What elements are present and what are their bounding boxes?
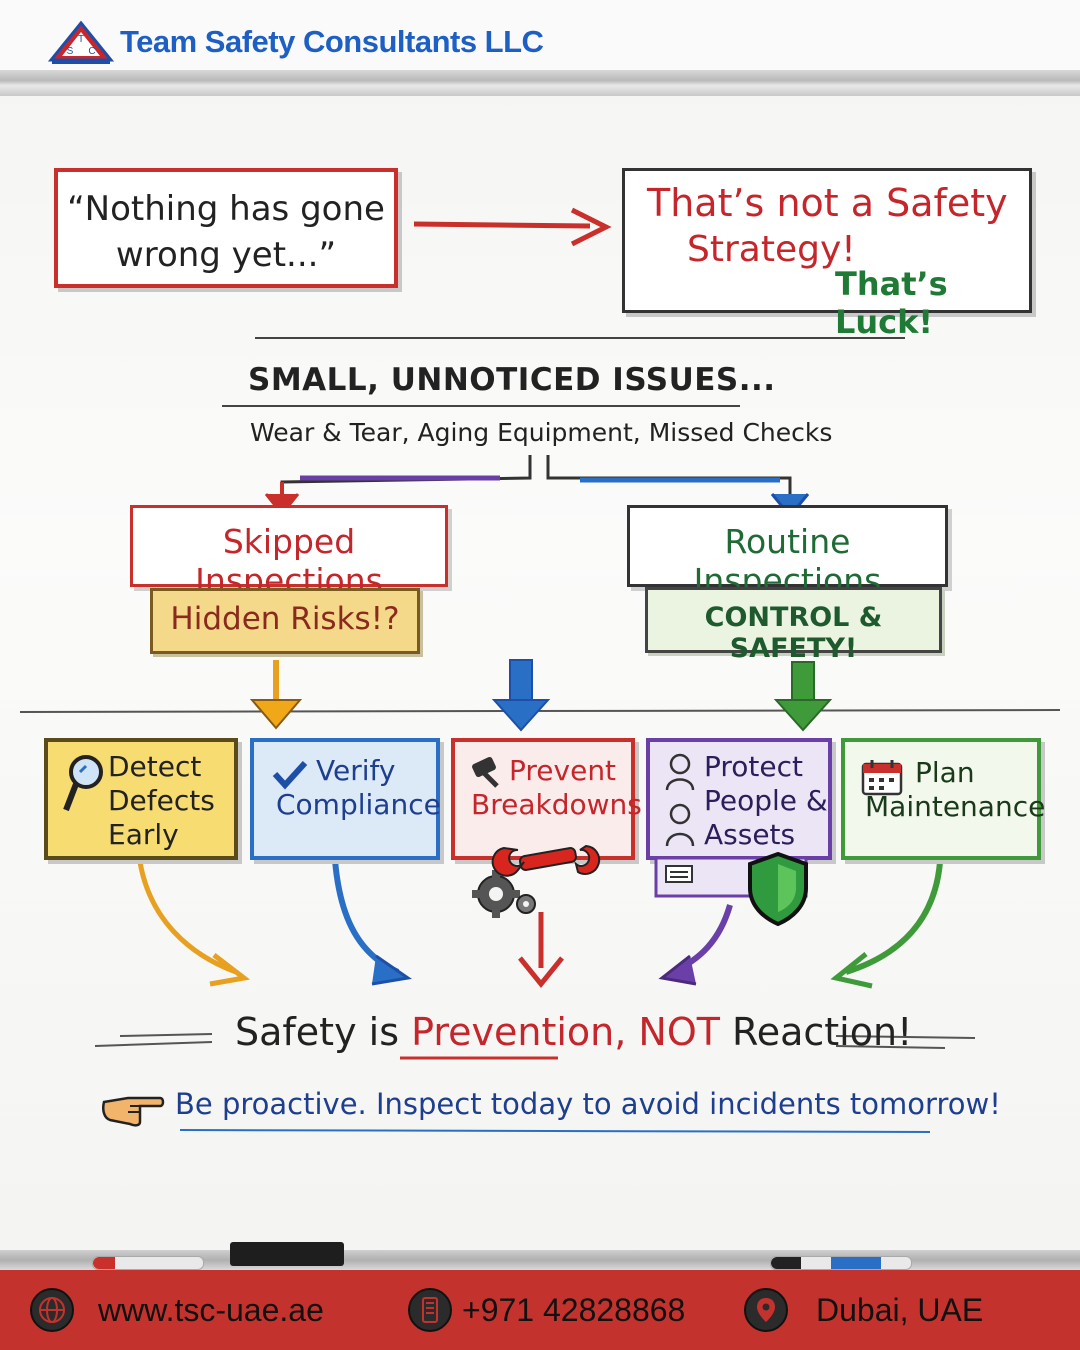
board-eraser (230, 1242, 344, 1266)
location-text: Dubai, UAE (816, 1291, 984, 1328)
strategy-line2: Strategy! (687, 229, 856, 270)
arrow-down-yellow (249, 660, 303, 730)
card-protect-people: Protect People & Assets (646, 738, 832, 860)
slogan-lines (94, 1033, 976, 1049)
gavel-icon (472, 756, 499, 788)
strategy-box: That’s not a Safety Strategy! That’s Luc… (622, 168, 1032, 341)
luck-text: That’s Luck! (835, 265, 948, 341)
arrow-down-red (518, 912, 564, 988)
issues-subtitle: Wear & Tear, Aging Equipment, Missed Che… (250, 418, 833, 447)
hidden-risks-label: Hidden Risks!? (170, 601, 400, 637)
phone-text[interactable]: +971 42828868 (462, 1291, 686, 1328)
card-verify-label: Verify Compliance (276, 754, 441, 821)
control-safety-label: CONTROL & SAFETY! (704, 602, 883, 664)
phone-icon (408, 1288, 452, 1332)
slogan-part3: Reaction! (719, 1010, 913, 1054)
globe-icon (30, 1288, 74, 1332)
calendar-icon (861, 760, 903, 796)
cta-underline (179, 1129, 931, 1133)
board-top-frame (0, 70, 1080, 96)
card-plan-maintenance: Plan Maintenance (841, 738, 1045, 860)
slogan: Safety is Prevention, NOT Reaction! (235, 1010, 912, 1054)
card-prevent-label: Prevent Breakdowns (471, 754, 642, 821)
curve-arrow-green (830, 861, 943, 989)
people-icon (665, 753, 695, 847)
footer-website[interactable]: www.tsc-uae.ae (30, 1270, 324, 1350)
wrench-gear-icon (472, 844, 601, 918)
slogan-part1: Safety is (235, 1010, 412, 1054)
magnifier-icon (63, 755, 103, 812)
checkmark-icon (272, 760, 308, 790)
curve-arrow-purple (658, 904, 733, 986)
divider-middle (19, 709, 1061, 713)
shield-icon (654, 852, 808, 927)
cta-text: Be proactive. Inspect today to avoid inc… (175, 1087, 1001, 1121)
card-detect-defects: Detect Defects Early (44, 738, 238, 860)
card-detect-label: Detect Defects Early (108, 750, 215, 851)
curve-arrow-blue (332, 859, 412, 986)
card-prevent-breakdowns: Prevent Breakdowns (451, 738, 642, 860)
footer: www.tsc-uae.ae +971 42828868 Dubai, UAE (0, 1270, 1080, 1350)
skipped-inspections-box: Skipped Inspections (130, 505, 448, 600)
logo-letter-c: C (88, 46, 95, 57)
card-protect-label: Protect People & Assets (704, 750, 828, 851)
control-safety-box: CONTROL & SAFETY! (645, 587, 942, 664)
marker-red (92, 1256, 204, 1270)
hidden-risks-box: Hidden Risks!? (150, 588, 420, 654)
footer-location: Dubai, UAE (744, 1270, 983, 1350)
logo-letter-t: T (78, 34, 84, 45)
strategy-line1: That’s not a Safety (647, 181, 1008, 225)
slogan-part2: Prevention, NOT (411, 1010, 720, 1054)
quote-text: “Nothing has gone wrong yet...” (67, 189, 385, 275)
quote-arrow (413, 207, 612, 247)
logo-letter-s: S (67, 46, 74, 57)
arrow-down-blue (491, 659, 551, 732)
pointing-hand-icon (102, 1096, 165, 1127)
card-plan-label: Plan Maintenance (865, 756, 1046, 823)
quote-box: “Nothing has gone wrong yet...” (54, 168, 398, 288)
issues-title: SMALL, UNNOTICED ISSUES... (248, 362, 776, 398)
footer-phone[interactable]: +971 42828868 (408, 1270, 685, 1350)
routine-inspections-box: Routine Inspections (627, 505, 948, 600)
marker-blue (770, 1256, 912, 1270)
arrow-down-green (773, 661, 833, 732)
company-name: Team Safety Consultants LLC (120, 24, 544, 59)
curve-arrow-yellow (137, 861, 251, 987)
company-logo: T S C (48, 20, 114, 64)
website-text[interactable]: www.tsc-uae.ae (98, 1291, 324, 1328)
header: T S C Team Safety Consultants LLC (0, 0, 1080, 70)
card-verify-compliance: Verify Compliance (250, 738, 441, 860)
location-pin-icon (744, 1288, 788, 1332)
